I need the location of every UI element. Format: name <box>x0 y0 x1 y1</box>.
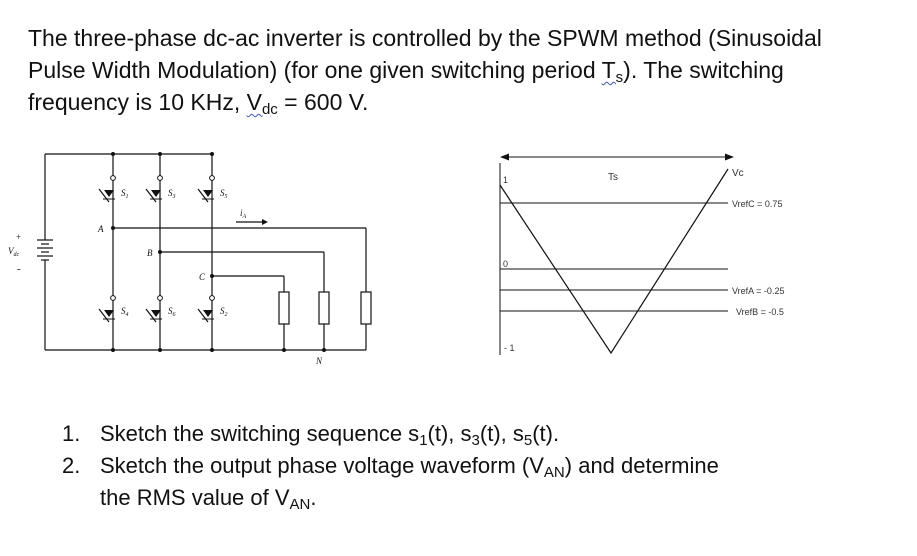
dc-source-battery <box>37 239 53 261</box>
question-1-number: 1. <box>62 421 81 446</box>
intro-line-3-end: = 600 V. <box>277 89 369 115</box>
axis-label-zero: 0 <box>503 259 508 269</box>
current-label: iA <box>240 208 247 220</box>
node-label-a: A <box>97 224 104 234</box>
carrier-label: Vc <box>732 168 744 179</box>
switch-s5 <box>197 175 215 203</box>
question-2: 2. Sketch the output phase voltage wavef… <box>62 450 902 514</box>
problem-statement: The three-phase dc-ac inverter is contro… <box>28 22 908 118</box>
vdc-minus-sign: - <box>17 263 21 275</box>
node-label-b: B <box>147 248 153 258</box>
question-list: 1. Sketch the switching sequence s1(t), … <box>62 418 902 514</box>
period-arrow-right-head <box>725 153 734 161</box>
switch-label-s4: S4 <box>121 306 129 318</box>
triangular-carrier <box>499 168 729 355</box>
period-label: Ts <box>608 172 618 183</box>
switching-period-symbol: Ts <box>601 57 624 86</box>
reference-label-a: VrefA = -0.25 <box>732 286 784 296</box>
switch-label-s3: S3 <box>168 188 176 200</box>
spwm-carrier-diagram: Ts 1 0 - 1 Vc VrefC = 0.75 VrefA = -0.25… <box>499 153 784 355</box>
switch-label-s6: S6 <box>168 306 176 318</box>
switch-s4 <box>98 295 116 323</box>
reference-label-c: VrefC = 0.75 <box>732 199 782 209</box>
load-resistor-c <box>278 291 290 325</box>
reference-label-b: VrefB = -0.5 <box>736 307 784 317</box>
intro-line-2-start: Pulse Width Modulation) (for one given s… <box>28 57 602 83</box>
switch-s1 <box>98 175 116 203</box>
switch-s6 <box>145 295 163 323</box>
load-resistor-a <box>360 291 372 325</box>
axis-label-one: 1 <box>503 175 508 185</box>
node-label-n: N <box>315 356 323 366</box>
switch-label-s2: S2 <box>220 306 228 318</box>
switch-label-s1: S1 <box>121 188 129 200</box>
intro-line-1: The three-phase dc-ac inverter is contro… <box>28 25 822 51</box>
question-1: 1. Sketch the switching sequence s1(t), … <box>62 418 902 450</box>
vdc-plus-sign: + <box>16 232 21 242</box>
inverter-circuit-diagram: S1 S3 S5 S4 S6 S2 A B C N iA Vdc + - <box>8 152 372 366</box>
intro-line-3-start: frequency is 10 KHz, <box>28 89 247 115</box>
dc-voltage-symbol: Vdc <box>246 89 278 118</box>
load-resistor-b <box>318 291 330 325</box>
vdc-label: Vdc <box>8 246 20 258</box>
switch-s3 <box>145 175 163 203</box>
switch-s2 <box>197 295 215 323</box>
node-label-c: C <box>199 272 206 282</box>
question-2-number: 2. <box>62 453 81 478</box>
switch-label-s5: S5 <box>220 188 228 200</box>
intro-line-2-end: ). The switching <box>623 57 784 83</box>
axis-label-minus-one: - 1 <box>504 343 515 353</box>
period-arrow-left-head <box>500 153 509 161</box>
